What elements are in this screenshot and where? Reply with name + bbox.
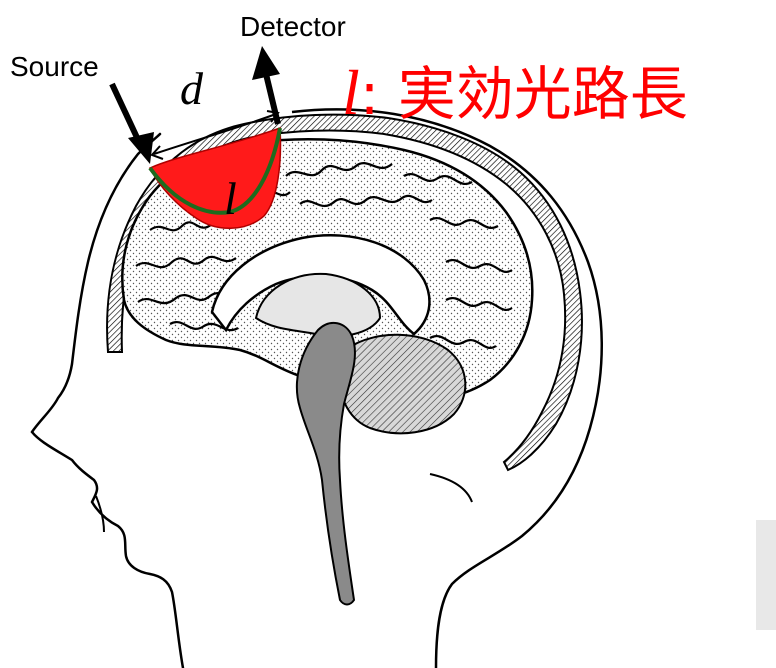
neck-inner-line (430, 474, 472, 502)
detector-label: Detector (240, 11, 346, 42)
distance-symbol: d (180, 63, 204, 114)
path-length-symbol: l (224, 173, 237, 224)
title-symbol: l (342, 57, 360, 128)
effective-path-length-title: l: 実効光路長 (342, 57, 688, 128)
detector-arrow (252, 46, 280, 124)
title-text: : 実効光路長 (360, 60, 688, 128)
edge-artifact (756, 520, 776, 630)
cerebellum (340, 335, 465, 434)
source-arrow (112, 84, 154, 164)
source-label: Source (10, 51, 99, 82)
brainstem (297, 323, 355, 605)
